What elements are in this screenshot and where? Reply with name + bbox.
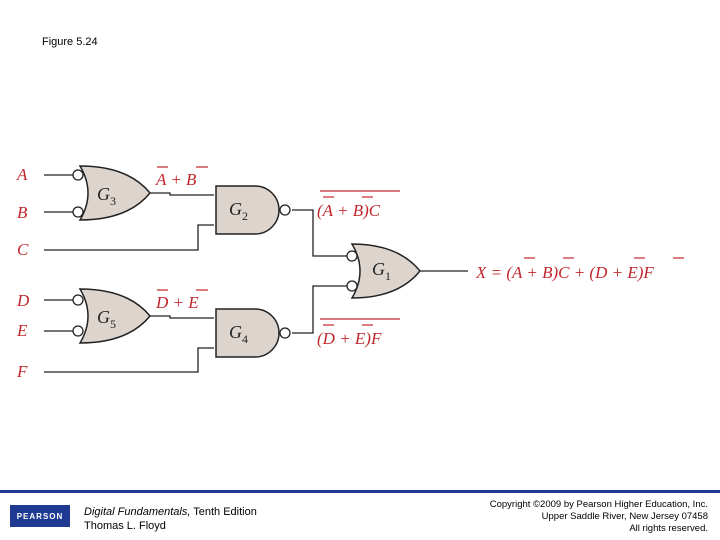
book-credit: Digital Fundamentals, Tenth Edition Thom… <box>84 505 257 533</box>
gate-g1 <box>350 243 421 299</box>
expr-g4-out: (D + E)F <box>317 329 382 348</box>
expr-final: X = (A + B)C + (D + E)F <box>475 263 654 282</box>
input-label-d: D <box>16 291 30 310</box>
copyright-line-3: All rights reserved. <box>629 523 708 534</box>
figure-title: Figure 5.24 <box>42 36 98 48</box>
bubble-g1-in1 <box>346 250 358 262</box>
bubble-g2-out <box>279 204 291 216</box>
bubble-g1-in2 <box>346 280 358 292</box>
gate-g5 <box>78 288 151 344</box>
wire-c <box>44 224 214 251</box>
gate-g2 <box>215 185 280 235</box>
gate-g3 <box>78 165 151 221</box>
book-edition: Tenth Edition <box>190 506 257 518</box>
gate-label-g2: G2 <box>229 199 248 223</box>
footer-divider <box>0 490 720 493</box>
wire-g5-g4 <box>150 315 214 319</box>
book-author: Thomas L. Floyd <box>84 520 166 532</box>
gate-label-g3: G3 <box>97 184 116 208</box>
wire-g4-g1 <box>292 285 348 334</box>
input-label-f: F <box>16 362 28 381</box>
input-label-a: A <box>16 165 28 184</box>
copyright-notice: Copyright ©2009 by Pearson Higher Educat… <box>490 499 708 535</box>
expr-g2-out: (A + B)C <box>317 201 381 220</box>
bubble-g5-d <box>72 294 84 306</box>
wire-g3-g2 <box>150 192 214 196</box>
bubble-g3-a <box>72 169 84 181</box>
gate-label-g5: G5 <box>97 307 116 331</box>
pearson-logo: PEARSON <box>10 505 70 527</box>
book-title: Digital Fundamentals, <box>84 506 191 518</box>
gate-label-g4: G4 <box>229 322 248 346</box>
expr-g5-out: D + E <box>155 293 199 312</box>
bubble-g3-b <box>72 206 84 218</box>
gate-label-g1: G1 <box>372 259 391 283</box>
bubble-g5-e <box>72 325 84 337</box>
copyright-line-2: Upper Saddle River, New Jersey 07458 <box>541 511 708 522</box>
input-label-b: B <box>17 203 28 222</box>
expr-g3-out: A + B <box>155 170 197 189</box>
logic-circuit-diagram: A B C D E F G3 G2 G5 G4 G1 A + B (A + B)… <box>16 165 684 381</box>
input-label-e: E <box>16 321 28 340</box>
copyright-line-1: Copyright ©2009 by Pearson Higher Educat… <box>489 499 708 510</box>
gate-g4 <box>215 308 280 358</box>
wire-g2-g1 <box>292 209 348 257</box>
wire-f <box>44 347 214 373</box>
input-label-c: C <box>17 240 29 259</box>
bubble-g4-out <box>279 327 291 339</box>
